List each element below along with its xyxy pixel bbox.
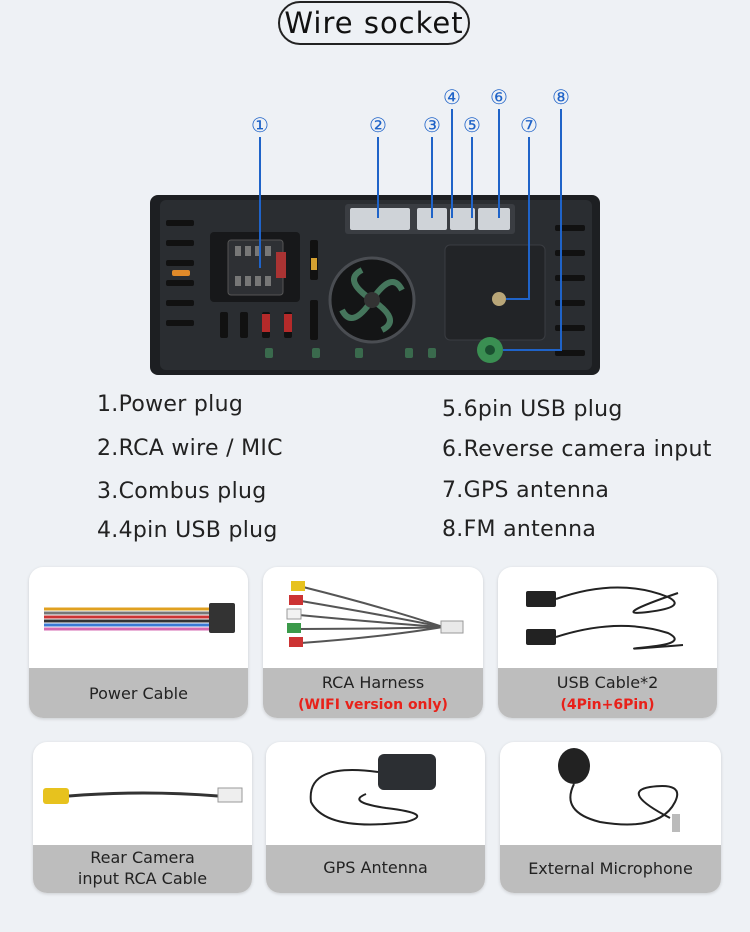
card-sublabel: (4Pin+6Pin): [560, 697, 655, 713]
card-usb-cable: USB Cable*2 (4Pin+6Pin): [498, 567, 717, 718]
spec-4pin-usb: 4.4pin USB plug: [97, 518, 278, 543]
card-label: RCA Harness: [321, 673, 425, 692]
spec-rca-wire-mic: 2.RCA wire / MIC: [97, 436, 283, 461]
card-band: [266, 845, 485, 893]
card-external-microphone: External Microphone: [500, 742, 721, 893]
rca-harness-image: [286, 581, 464, 647]
usb-cable-image: [526, 586, 684, 650]
card-label: External Microphone: [528, 859, 693, 878]
card-label-line2: input RCA Cable: [77, 869, 208, 888]
card-rear-camera-cable: Rear Camera input RCA Cable: [33, 742, 252, 893]
card-band: [29, 668, 248, 718]
callout-8: ⑧: [552, 85, 570, 109]
rear-camera-cable-image: [43, 787, 243, 804]
callout-1: ①: [251, 113, 269, 137]
spec-combus-plug: 3.Combus plug: [97, 479, 267, 504]
external-microphone-image: [558, 748, 680, 832]
power-cable-image: [44, 603, 235, 633]
card-band: [33, 845, 252, 893]
spec-reverse-camera: 6.Reverse camera input: [442, 437, 712, 462]
card-band: [500, 845, 721, 893]
card-sublabel: (WIFI version only): [298, 697, 448, 713]
callout-7: ⑦: [520, 113, 538, 137]
callout-4: ④: [443, 85, 461, 109]
spec-fm-antenna: 8.FM antenna: [442, 517, 597, 542]
callout-6: ⑥: [490, 85, 508, 109]
card-label: Power Cable: [89, 684, 188, 703]
callout-5: ⑤: [463, 113, 481, 137]
spec-gps-antenna: 7.GPS antenna: [442, 478, 610, 503]
card-label: GPS Antenna: [323, 858, 428, 877]
gps-antenna-image: [309, 754, 436, 826]
callout-3: ③: [423, 113, 441, 137]
card-label: Rear Camera: [90, 848, 195, 867]
card-band: [498, 668, 717, 718]
card-power-cable: Power Cable: [29, 567, 248, 718]
card-gps-antenna: GPS Antenna: [266, 742, 485, 893]
spec-power-plug: 1.Power plug: [97, 392, 244, 417]
page-title: Wire socket: [278, 1, 470, 45]
card-rca-harness: RCA Harness (WIFI version only): [263, 567, 483, 718]
card-band: [263, 668, 483, 718]
head-unit-back-panel: [150, 109, 600, 375]
callout-2: ②: [369, 113, 387, 137]
card-label: USB Cable*2: [556, 673, 659, 692]
spec-6pin-usb: 5.6pin USB plug: [442, 397, 623, 422]
